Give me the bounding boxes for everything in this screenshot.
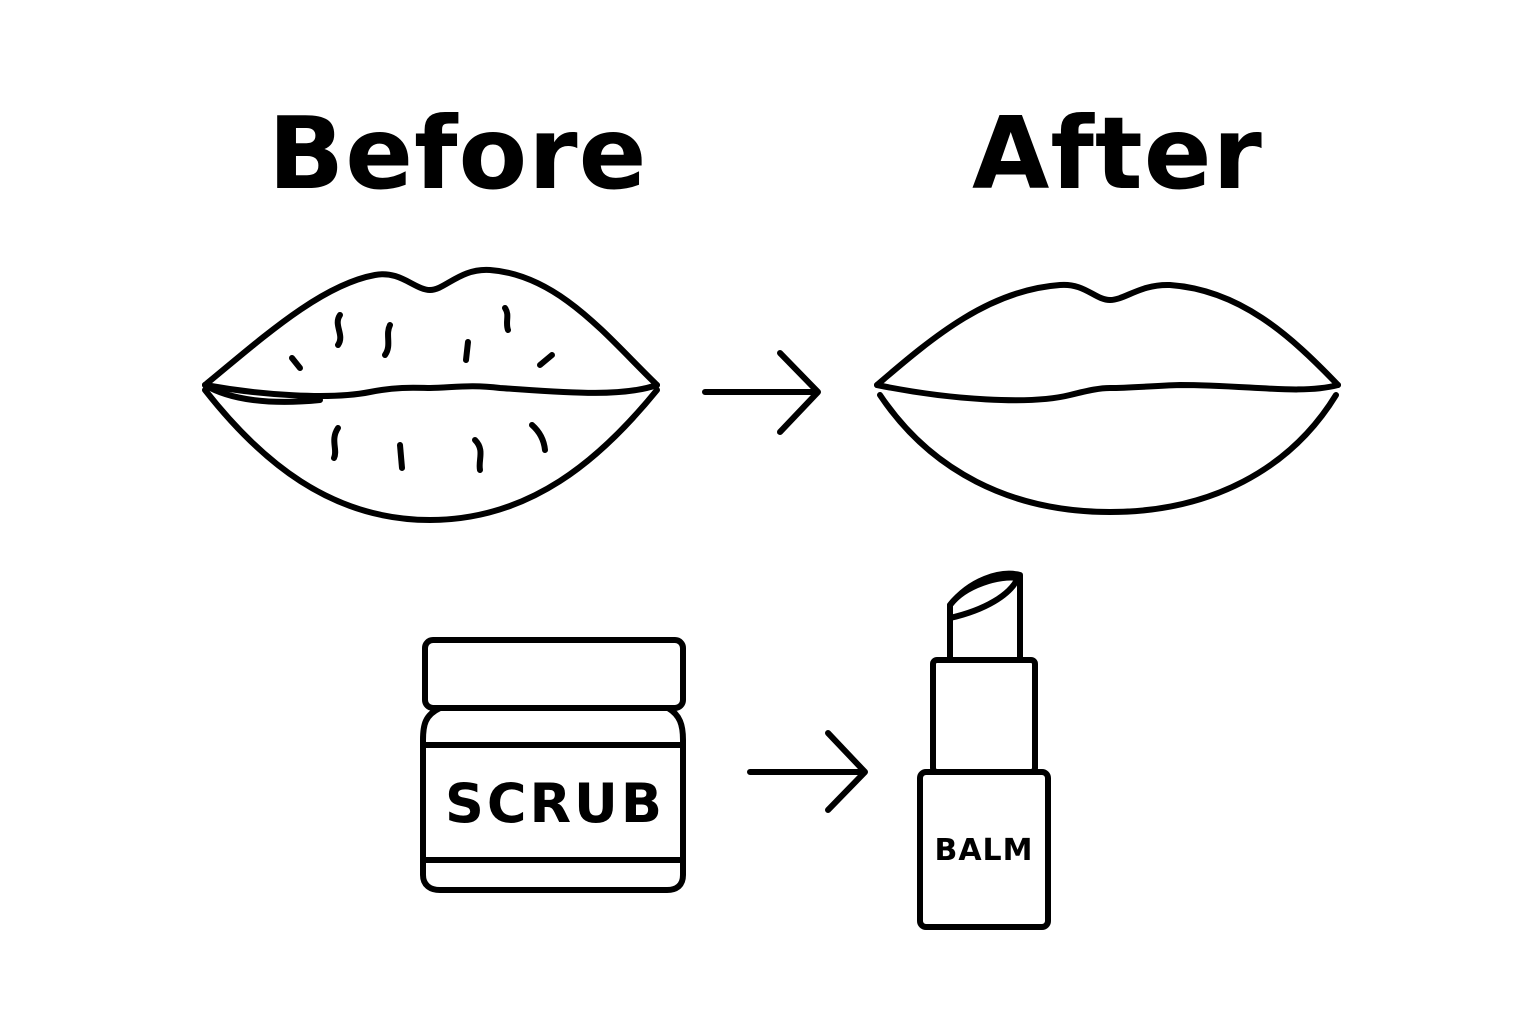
before-heading: Before xyxy=(268,95,648,212)
right-arrow-icon xyxy=(702,350,821,435)
balm-label: BALM xyxy=(934,833,1033,868)
scrub-jar-icon xyxy=(420,637,686,893)
after-heading: After xyxy=(972,95,1263,212)
scrub-label: SCRUB xyxy=(445,772,665,835)
right-arrow-icon xyxy=(747,730,868,813)
smooth-lips-icon xyxy=(874,281,1341,515)
lip-balm-icon xyxy=(917,570,1051,930)
dry-lips-icon xyxy=(202,266,660,523)
